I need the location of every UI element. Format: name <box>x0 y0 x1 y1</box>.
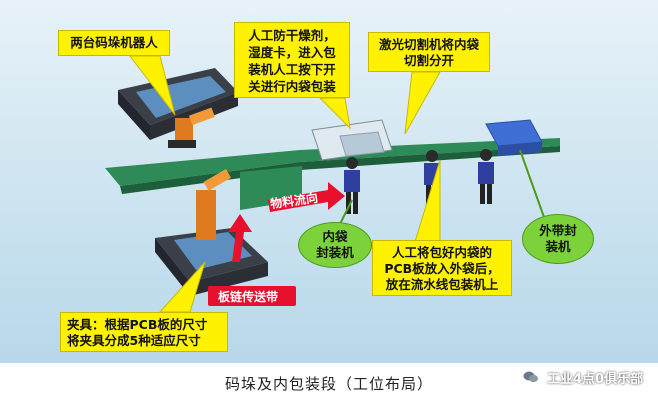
callout-line: PCB板放入外袋后， <box>384 261 500 276</box>
callout-pointer-robots <box>128 55 176 116</box>
callout-line: 放在流水线包装机上 <box>385 277 499 292</box>
green-label-line: 外带封 <box>539 223 577 238</box>
chain-conveyor-label: 板链传送带 <box>218 290 279 304</box>
callout-pointer-laser <box>404 71 441 135</box>
callout-line: 激光切割机将内袋 <box>378 37 479 52</box>
callout-line: 夹具：根据PCB板的尺寸 <box>67 317 208 332</box>
callout-robots-text: 两台码垛机器人 <box>70 35 158 50</box>
callout-line: 人工将包好内袋的 <box>391 245 492 260</box>
green-pointer-inner <box>339 199 353 225</box>
callout-fixture: 夹具：根据PCB板的尺寸 将夹具分成5种适应尺寸 <box>60 312 228 352</box>
worker-right <box>478 149 494 204</box>
inner-bag-machine <box>311 119 393 161</box>
watermark-text: 工业4点0俱乐部 <box>547 371 644 387</box>
robot-arm-top <box>168 107 215 148</box>
callout-line: 人工防干燥剂， <box>248 28 336 43</box>
chain-conveyor-label-bg <box>208 286 296 306</box>
material-flow-arrow <box>268 182 345 212</box>
callout-line: 切割分开 <box>403 53 454 68</box>
figure-caption: 码垛及内包装段（工位布局） <box>224 375 433 393</box>
green-label-line: 内袋 <box>322 229 348 244</box>
green-label-line: 装机 <box>545 239 571 254</box>
green-pointer-outer <box>519 149 546 221</box>
green-label-inner-bag-sealer: 内袋 封装机 <box>298 222 372 268</box>
callout-line: 将夹具分成5种适应尺寸 <box>67 333 201 348</box>
callout-line: 关进行内袋包装 <box>248 79 336 94</box>
callout-manual-desiccant: 人工防干燥剂， 湿度卡，进入包 装机人工按下开 关进行内袋包装 <box>234 22 350 98</box>
callout-pointer-desiccant <box>318 97 351 130</box>
callout-laser-cut: 激光切割机将内袋 切割分开 <box>368 32 490 72</box>
green-label-line: 封装机 <box>316 245 354 260</box>
callout-robots: 两台码垛机器人 <box>58 30 170 56</box>
callout-line: 装机人工按下开 <box>248 62 336 77</box>
green-label-outer-bag-sealer: 外带封 装机 <box>522 214 594 264</box>
callout-line: 湿度卡，进入包 <box>248 45 336 60</box>
chain-conveyor-arrow <box>228 214 252 262</box>
wechat-icon <box>520 366 542 388</box>
worker-left <box>344 157 360 214</box>
watermark: 工业4点0俱乐部 <box>520 366 643 388</box>
callout-manual-outer: 人工将包好内袋的 PCB板放入外袋后， 放在流水线包装机上 <box>372 240 512 296</box>
outer-bag-machine <box>485 119 543 156</box>
